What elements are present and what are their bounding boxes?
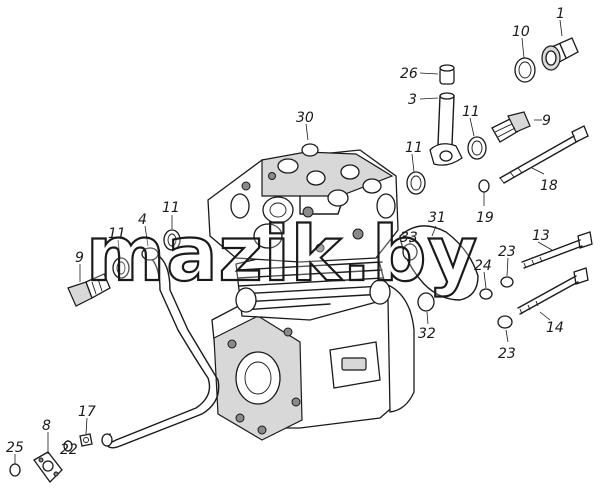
callout-8: 8 — [42, 418, 51, 434]
callout-24: 24 — [474, 258, 492, 274]
washer-part-11-upper-right — [467, 136, 487, 160]
washer-part-23-upper — [500, 276, 514, 288]
callout-labels: 1 10 26 3 11 9 30 11 18 19 31 33 23 13 2… — [6, 6, 565, 458]
callout-11-upper-right: 11 — [462, 104, 480, 120]
washer-part-10 — [514, 57, 536, 83]
washer-part-11-upper-left — [406, 171, 426, 195]
callout-9-left: 9 — [75, 250, 84, 266]
banjo-bolt-part-9-right — [491, 111, 531, 143]
watermark-text: mazik.by — [86, 209, 478, 298]
callout-9-right: 9 — [542, 113, 551, 129]
callout-26: 26 — [400, 66, 418, 82]
callout-30: 30 — [296, 110, 314, 126]
callout-13: 13 — [532, 228, 550, 244]
ring-part-25 — [9, 463, 21, 477]
callout-19: 19 — [476, 210, 494, 226]
washer-part-24 — [479, 288, 493, 300]
callout-14: 14 — [546, 320, 564, 336]
callout-1: 1 — [556, 6, 565, 22]
compressor-body — [207, 143, 415, 441]
nut-part-17 — [79, 433, 93, 447]
pipe-part-4 — [101, 247, 220, 449]
callout-11-left-lower: 11 — [108, 226, 126, 242]
callout-32: 32 — [418, 326, 436, 342]
cap-part-26 — [439, 64, 455, 85]
gasket-part-31 — [399, 225, 479, 301]
flange-part-8 — [33, 451, 63, 483]
callout-23-upper: 23 — [498, 244, 516, 260]
callout-17: 17 — [78, 404, 96, 420]
leader-lines — [14, 19, 563, 464]
callout-23-lower: 23 — [498, 346, 516, 362]
bolt-part-13 — [521, 231, 593, 269]
bolt-part-18 — [499, 125, 589, 184]
callout-33: 33 — [400, 230, 418, 246]
fitting-part-1 — [541, 37, 579, 71]
banjo-bolt-part-9-left — [67, 273, 111, 307]
callout-22: 22 — [60, 442, 78, 458]
washer-part-11-left-upper — [163, 229, 181, 251]
washer-part-11-left-lower — [112, 257, 130, 279]
bolt-part-14 — [517, 267, 589, 315]
pipe-part-3 — [429, 92, 463, 166]
callout-4: 4 — [138, 212, 147, 228]
callout-18: 18 — [540, 178, 558, 194]
callout-11-upper-left: 11 — [405, 140, 423, 156]
callout-31: 31 — [428, 210, 446, 226]
callout-11-left-upper: 11 — [162, 200, 180, 216]
ring-part-32 — [417, 292, 435, 312]
callout-25: 25 — [6, 440, 24, 456]
washer-part-23-lower — [497, 315, 513, 329]
washer-part-19 — [478, 179, 490, 193]
callout-3: 3 — [408, 92, 417, 108]
callout-10: 10 — [512, 24, 530, 40]
